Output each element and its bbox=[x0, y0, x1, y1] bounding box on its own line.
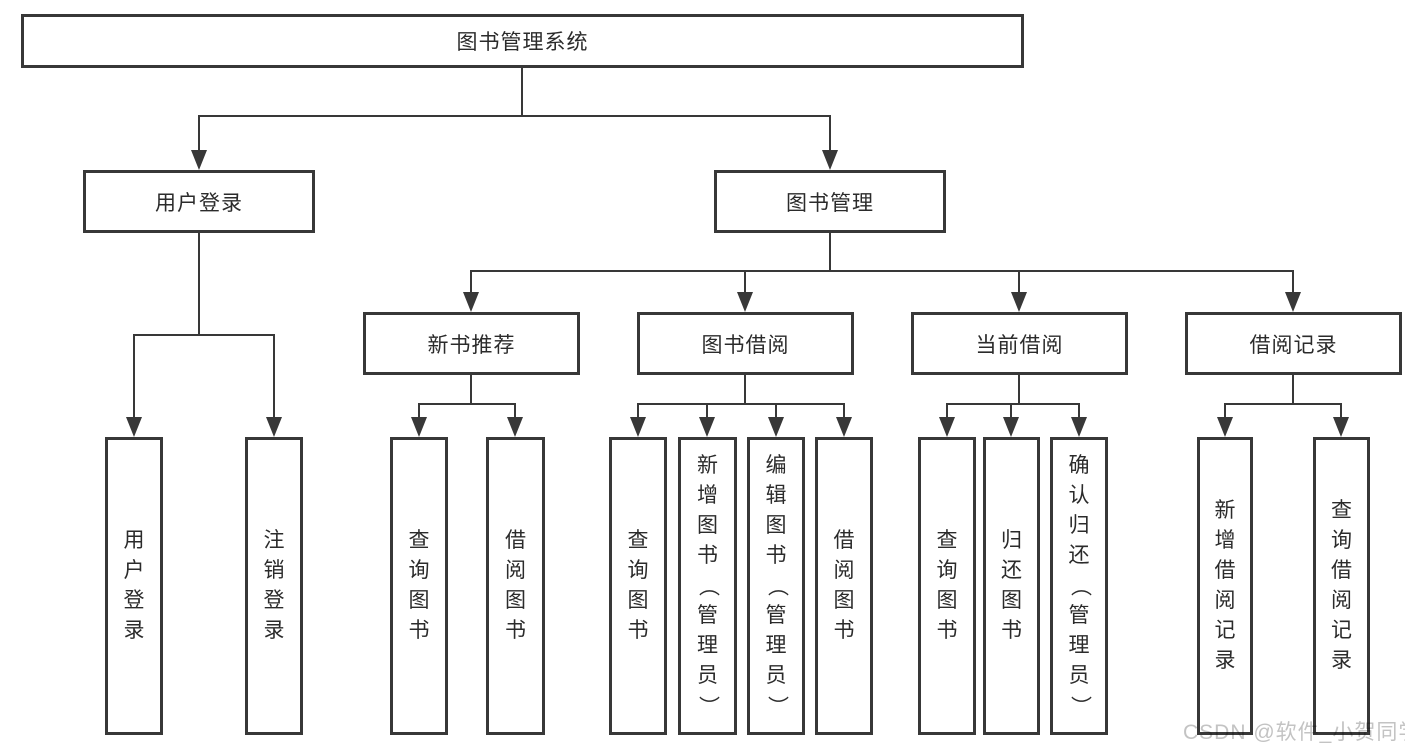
leaf-user-login: 用户登录 bbox=[105, 437, 163, 735]
connector-line bbox=[1018, 375, 1020, 405]
node-book-borrow: 图书借阅 bbox=[637, 312, 854, 375]
node-user-login-label: 用户登录 bbox=[155, 191, 243, 215]
connector-line bbox=[514, 405, 516, 418]
connector-line bbox=[1224, 403, 1342, 405]
connector-line bbox=[775, 405, 777, 418]
node-root-label: 图书管理系统 bbox=[456, 31, 589, 54]
arrowhead bbox=[463, 292, 479, 312]
arrowhead bbox=[507, 417, 523, 437]
leaf-rec-add-borrow-record-label: 新增借阅记录 bbox=[1214, 499, 1236, 672]
leaf-bw-query-books-label: 查询图书 bbox=[627, 529, 649, 642]
connector-line bbox=[637, 403, 845, 405]
leaf-bw-add-books-admin: 新增图书（管理员） bbox=[678, 437, 737, 735]
connector-line bbox=[133, 335, 135, 417]
leaf-bw-edit-books-admin-label: 编辑图书（管理员） bbox=[765, 454, 788, 717]
connector-line bbox=[946, 403, 1080, 405]
leaf-rec-query-borrow-record-label: 查询借阅记录 bbox=[1331, 499, 1352, 672]
connector-line bbox=[1224, 405, 1226, 418]
arrowhead bbox=[191, 150, 207, 170]
arrowhead bbox=[699, 417, 715, 437]
connector-line bbox=[198, 117, 200, 152]
leaf-bw-borrow-books-label: 借阅图书 bbox=[833, 529, 855, 642]
node-borrow-records-label: 借阅记录 bbox=[1249, 333, 1338, 357]
arrowhead bbox=[939, 417, 955, 437]
connector-line bbox=[418, 403, 516, 405]
connector-line bbox=[470, 375, 472, 405]
arrowhead bbox=[1071, 417, 1087, 437]
connector-line bbox=[470, 272, 472, 294]
arrowhead bbox=[836, 417, 852, 437]
arrowhead bbox=[1217, 417, 1233, 437]
leaf-rec-add-borrow-record: 新增借阅记录 bbox=[1197, 437, 1253, 735]
connector-line bbox=[521, 68, 523, 117]
connector-line bbox=[637, 405, 639, 418]
leaf-logout: 注销登录 bbox=[245, 437, 303, 735]
leaf-user-login-label: 用户登录 bbox=[123, 529, 145, 642]
watermark: CSDN @软件_小贺同学 bbox=[1183, 721, 1405, 744]
connector-line bbox=[470, 270, 1294, 272]
connector-line bbox=[133, 334, 275, 336]
node-current-borrow-label: 当前借阅 bbox=[975, 333, 1064, 357]
leaf-cur-query-books: 查询图书 bbox=[918, 437, 976, 735]
arrowhead bbox=[126, 417, 142, 437]
connector-line bbox=[198, 233, 200, 335]
connector-line bbox=[418, 405, 420, 418]
leaf-cur-confirm-return-admin-label: 确认归还（管理员） bbox=[1068, 454, 1091, 717]
leaf-logout-label: 注销登录 bbox=[263, 529, 285, 642]
leaf-bw-query-books: 查询图书 bbox=[609, 437, 667, 735]
arrowhead bbox=[1003, 417, 1019, 437]
connector-line bbox=[829, 233, 831, 272]
connector-line bbox=[1340, 405, 1342, 418]
connector-line bbox=[946, 405, 948, 418]
node-book-management-label: 图书管理 bbox=[786, 191, 874, 215]
leaf-nb-query-books: 查询图书 bbox=[390, 437, 448, 735]
node-borrow-records: 借阅记录 bbox=[1185, 312, 1402, 375]
leaf-cur-return-books-label: 归还图书 bbox=[1001, 529, 1022, 642]
connector-line bbox=[1292, 272, 1294, 294]
connector-line bbox=[829, 117, 831, 152]
leaf-nb-borrow-books-label: 借阅图书 bbox=[505, 529, 526, 642]
node-new-book-recommend-label: 新书推荐 bbox=[427, 333, 516, 357]
arrowhead bbox=[737, 292, 753, 312]
leaf-nb-borrow-books: 借阅图书 bbox=[486, 437, 545, 735]
node-current-borrow: 当前借阅 bbox=[911, 312, 1128, 375]
arrowhead bbox=[1011, 292, 1027, 312]
leaf-rec-query-borrow-record: 查询借阅记录 bbox=[1313, 437, 1370, 735]
node-book-borrow-label: 图书借阅 bbox=[701, 333, 790, 357]
connector-line bbox=[1078, 405, 1080, 418]
connector-line bbox=[744, 272, 746, 294]
connector-line bbox=[706, 405, 708, 418]
node-book-management: 图书管理 bbox=[714, 170, 946, 233]
connector-line bbox=[744, 375, 746, 405]
leaf-bw-add-books-admin-label: 新增图书（管理员） bbox=[696, 454, 720, 717]
node-root: 图书管理系统 bbox=[21, 14, 1024, 68]
arrowhead bbox=[411, 417, 427, 437]
leaf-bw-edit-books-admin: 编辑图书（管理员） bbox=[747, 437, 805, 735]
leaf-nb-query-books-label: 查询图书 bbox=[408, 529, 430, 642]
connector-line bbox=[1010, 405, 1012, 418]
arrowhead bbox=[1333, 417, 1349, 437]
node-new-book-recommend: 新书推荐 bbox=[363, 312, 580, 375]
connector-line bbox=[843, 405, 845, 418]
arrowhead bbox=[822, 150, 838, 170]
leaf-bw-borrow-books: 借阅图书 bbox=[815, 437, 873, 735]
node-user-login: 用户登录 bbox=[83, 170, 315, 233]
arrowhead bbox=[768, 417, 784, 437]
connector-line bbox=[273, 335, 275, 417]
arrowhead bbox=[1285, 292, 1301, 312]
connector-line bbox=[1292, 375, 1294, 405]
leaf-cur-return-books: 归还图书 bbox=[983, 437, 1040, 735]
arrowhead bbox=[630, 417, 646, 437]
leaf-cur-query-books-label: 查询图书 bbox=[936, 529, 958, 642]
leaf-cur-confirm-return-admin: 确认归还（管理员） bbox=[1050, 437, 1108, 735]
connector-line bbox=[1018, 272, 1020, 294]
connector-line bbox=[198, 115, 831, 117]
arrowhead bbox=[266, 417, 282, 437]
